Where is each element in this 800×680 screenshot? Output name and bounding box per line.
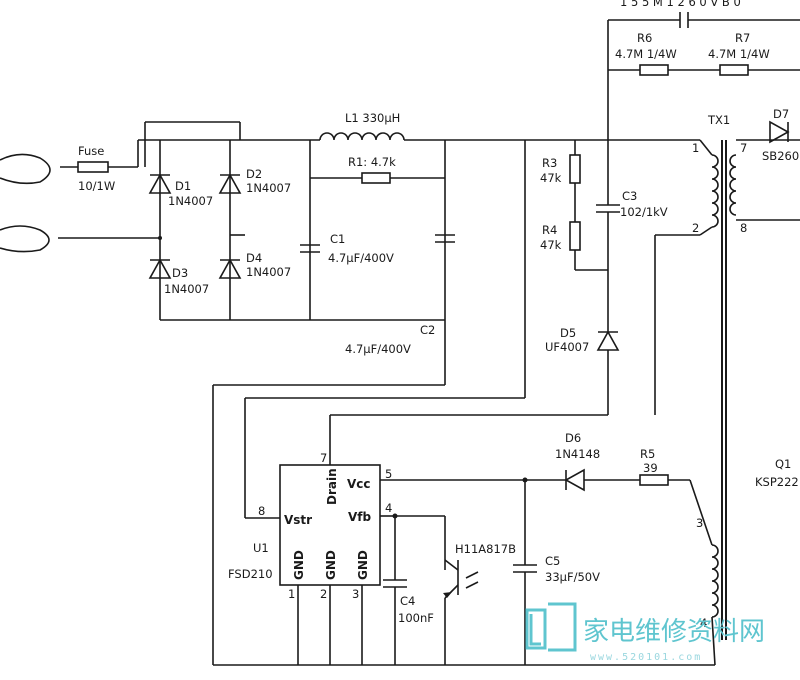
transformer-tx1	[711, 140, 737, 640]
u1-gnd-3: GND	[356, 550, 370, 580]
tx1-pin3: 3	[696, 516, 703, 530]
tx1-ref: TX1	[707, 113, 730, 127]
d1-ref: D1	[175, 179, 191, 193]
d7-ref: D7	[773, 107, 789, 121]
c5-ref: C5	[545, 554, 560, 568]
resistor-r3	[569, 154, 581, 184]
c2-value: 4.7μF/400V	[345, 342, 411, 356]
tx1-pin4: 4	[700, 616, 707, 630]
diode-d5	[596, 330, 620, 351]
u1-drain: Drain	[325, 468, 339, 505]
c3-ref: C3	[622, 189, 637, 203]
d1-part: 1N4007	[168, 194, 213, 208]
r3-ref: R3	[542, 156, 557, 170]
d4-ref: D4	[246, 251, 262, 265]
c2-ref: C2	[420, 323, 435, 337]
fuse-value: 10/1W	[78, 179, 115, 193]
resistor-r1	[361, 172, 391, 184]
tx1-pin1: 1	[692, 141, 699, 155]
d6-ref: D6	[565, 431, 581, 445]
tx1-pin8: 8	[740, 221, 747, 235]
u1-gnd-1: GND	[292, 550, 306, 580]
resistor-r4	[569, 221, 581, 251]
d5-part: UF4007	[545, 340, 589, 354]
capacitor-c2	[435, 234, 455, 243]
u1-pin8: 8	[258, 504, 265, 518]
inductor-l1	[319, 132, 405, 141]
fuse-symbol	[77, 161, 109, 173]
capacitor-c5	[513, 564, 537, 573]
d6-part: 1N4148	[555, 447, 600, 461]
u1-pin3: 3	[352, 587, 359, 601]
r5-ref: R5	[640, 447, 655, 461]
input-plug-bottom	[0, 225, 160, 253]
opto-label: H11A817B	[455, 542, 516, 556]
d3-part: 1N4007	[164, 282, 209, 296]
d3-ref: D3	[172, 266, 188, 280]
c1-ref: C1	[330, 232, 345, 246]
d2-part: 1N4007	[246, 181, 291, 195]
r4-value: 47k	[540, 238, 562, 252]
diode-d7	[769, 120, 790, 144]
c3-value: 102/1kV	[620, 205, 668, 219]
c5-value: 33μF/50V	[545, 570, 600, 584]
r4-ref: R4	[542, 223, 557, 237]
r7-ref: R7	[735, 31, 750, 45]
c4-value: 100nF	[398, 611, 434, 625]
l1-label: L1 330μH	[345, 111, 400, 125]
u1-vstr: Vstr	[284, 513, 312, 527]
resistor-r5	[639, 474, 669, 486]
q1-ref: Q1	[775, 457, 791, 471]
u1-ref: U1	[253, 541, 269, 555]
r5-value: 39	[643, 461, 658, 475]
capacitor-c3	[596, 140, 620, 332]
u1-vfb: Vfb	[348, 510, 372, 524]
diode-d1	[148, 173, 172, 194]
capacitor-c4	[383, 516, 407, 665]
tx1-pin2: 2	[692, 221, 699, 235]
c4-ref: C4	[400, 594, 415, 608]
u1-pin7: 7	[320, 451, 327, 465]
u1-pin5: 5	[385, 467, 392, 481]
diode-d2	[218, 173, 242, 194]
diode-d6	[564, 468, 585, 492]
watermark-logo	[525, 602, 577, 652]
u1-gnd-2: GND	[324, 550, 338, 580]
watermark-url: www.520101.com	[590, 652, 702, 663]
diode-d4	[218, 258, 242, 279]
u1-part: FSD210	[228, 567, 273, 581]
top-cap-label: 1 5 5 M 1 2 6 0 V B 0	[620, 0, 741, 9]
watermark-text: 家电维修资料网	[583, 617, 765, 647]
tx1-pin7: 7	[740, 141, 747, 155]
u1-pin2: 2	[320, 587, 327, 601]
fuse-label: Fuse	[78, 144, 104, 158]
resistor-r6	[639, 64, 669, 76]
resistor-r7	[719, 64, 749, 76]
d5-ref: D5	[560, 326, 576, 340]
u1-vcc: Vcc	[347, 477, 371, 491]
optocoupler	[443, 559, 479, 665]
u1-pin4: 4	[385, 501, 392, 515]
r3-value: 47k	[540, 171, 562, 185]
capacitor-c1	[300, 244, 320, 253]
diode-d3	[148, 258, 172, 279]
u1-pin1: 1	[288, 587, 295, 601]
q1-part: KSP222	[755, 475, 799, 489]
r6-ref: R6	[637, 31, 652, 45]
d4-part: 1N4007	[246, 265, 291, 279]
r7-value: 4.7M 1/4W	[708, 47, 770, 61]
c1-value: 4.7μF/400V	[328, 251, 394, 265]
input-plug-top	[0, 153, 78, 185]
r1-label: R1: 4.7k	[348, 155, 396, 169]
d2-ref: D2	[246, 167, 262, 181]
r6-value: 4.7M 1/4W	[615, 47, 677, 61]
d7-part: SB260	[762, 149, 799, 163]
